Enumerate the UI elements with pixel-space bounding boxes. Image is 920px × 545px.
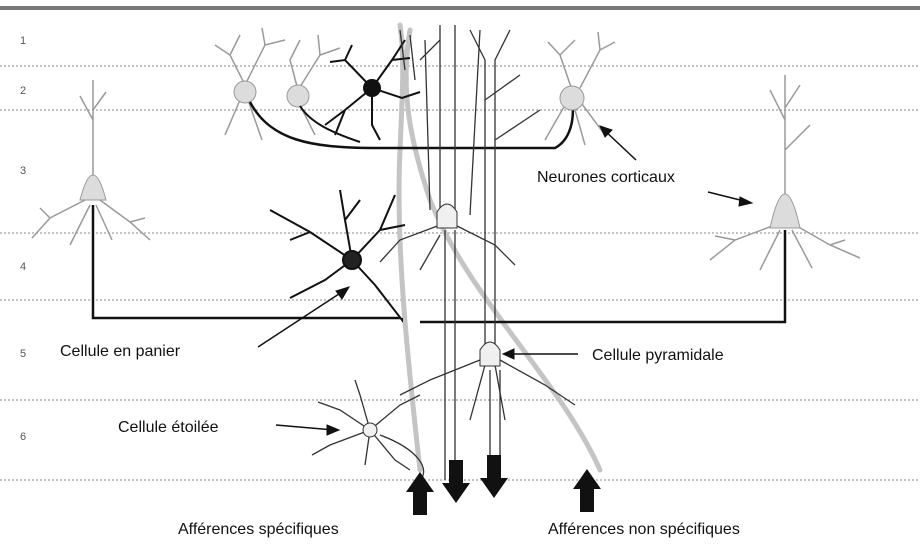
layer-number-5: 5	[20, 348, 26, 360]
layer-number-4: 4	[20, 261, 26, 273]
label-neurones-corticaux: Neurones corticaux	[537, 169, 675, 186]
layer-number-1: 1	[20, 35, 26, 47]
pyramidal-cells	[380, 25, 575, 480]
label-cellule-en-panier: Cellule en panier	[60, 343, 181, 360]
layer-number-3: 3	[20, 165, 26, 177]
layer-number-6: 6	[20, 431, 26, 443]
top-border	[0, 6, 920, 10]
arrow-down-2	[480, 455, 508, 498]
arrow-down-1	[442, 460, 470, 503]
label-cellule-pyramidale: Cellule pyramidale	[592, 347, 724, 364]
cortical-neuron-right	[420, 75, 860, 322]
pointer-head-etoilee	[327, 425, 339, 435]
arrows	[258, 126, 752, 435]
pyramidal-soma-lower	[480, 342, 500, 366]
cortical-neurons-layer2-left	[215, 28, 573, 148]
label-afferences-specifiques: Afférences spécifiques	[178, 521, 339, 538]
arrow-up-nonspecific	[573, 469, 601, 512]
afferent-arrows	[406, 455, 601, 515]
layer-dividers	[0, 66, 920, 480]
pointer-head-neurones-b	[739, 197, 752, 206]
pyramidal-soma-upper	[437, 204, 457, 228]
arrow-up-specific	[406, 472, 434, 515]
cortical-neuron-left	[32, 80, 400, 318]
label-cellule-etoilee: Cellule étoilée	[118, 419, 219, 436]
pointer-cellule-etoilee	[276, 425, 334, 430]
stellate-soma	[363, 423, 377, 437]
label-afferences-non-specifiques: Afférences non spécifiques	[548, 521, 740, 538]
pointer-head-pyramidale	[503, 349, 514, 359]
pointer-head-panier	[336, 287, 349, 299]
layer-number-2: 2	[20, 85, 26, 97]
